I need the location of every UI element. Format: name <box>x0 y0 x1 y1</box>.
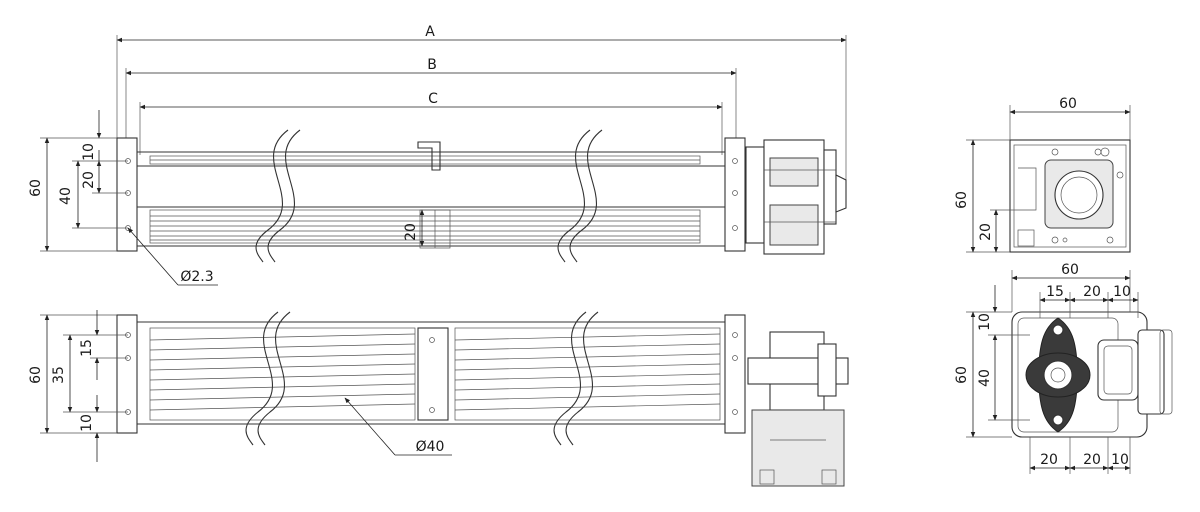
upper-blades <box>149 155 701 165</box>
bottom-view: 60 35 15 10 Ø40 <box>28 310 849 487</box>
dim-b-label: B <box>427 57 437 73</box>
dim-width-60-label: 60 <box>1061 262 1079 278</box>
dim-hole-10-label: 10 <box>81 143 97 161</box>
hole-dia-leader <box>127 227 179 286</box>
left-end-plate <box>116 314 138 434</box>
hole-dia-label: Ø2.3 <box>180 269 213 285</box>
motor-bore <box>1054 170 1104 220</box>
left-end-plate <box>116 137 138 252</box>
dim-height-60-label: 60 <box>28 366 44 384</box>
dim-hole-20-label: 20 <box>81 171 97 189</box>
dim-pitch-15-label: 15 <box>79 339 95 357</box>
dim-hole-40-label: 40 <box>58 187 74 205</box>
dim-width-60-label: 60 <box>1059 96 1077 112</box>
dim-height-60-label: 60 <box>954 366 970 384</box>
side-view-top: 60 60 20 <box>954 96 1131 253</box>
dim-bot-20b-label: 20 <box>1083 452 1101 468</box>
break-mark <box>267 129 301 263</box>
side-view-bottom: 60 15 20 10 60 10 40 20 20 10 <box>954 262 1173 474</box>
dim-height-60-label: 60 <box>28 179 44 197</box>
rotor-dia-label: Ø40 <box>416 439 445 455</box>
dim-top-20-label: 20 <box>1083 284 1101 300</box>
motor <box>745 139 847 255</box>
dim-c-label: C <box>428 91 438 107</box>
motor <box>747 331 849 487</box>
dim-pitch-35-label: 35 <box>51 366 67 384</box>
dim-top-10-label: 10 <box>1113 284 1131 300</box>
rotor-dia-leader <box>344 397 396 456</box>
dim-bot-20a-label: 20 <box>1040 452 1058 468</box>
dim-pitch-10-label: 10 <box>79 414 95 432</box>
dim-a-label: A <box>425 24 435 40</box>
dim-left-10-label: 10 <box>977 313 993 331</box>
right-end-plate <box>724 137 746 252</box>
center-bearing <box>417 327 449 421</box>
dim-top-15-label: 15 <box>1046 284 1064 300</box>
lower-blades <box>149 209 701 244</box>
center-bracket <box>417 141 451 249</box>
dim-offset-20-label: 20 <box>978 223 994 241</box>
break-mark <box>569 129 603 263</box>
motor-shaft <box>1043 360 1073 390</box>
dim-height-60-label: 60 <box>954 191 970 209</box>
dim-bracket-20-label: 20 <box>403 223 419 241</box>
dim-bot-10-label: 10 <box>1111 452 1129 468</box>
front-view: A B C <box>28 24 847 286</box>
dim-left-40-label: 40 <box>977 369 993 387</box>
right-end-plate <box>724 314 746 434</box>
